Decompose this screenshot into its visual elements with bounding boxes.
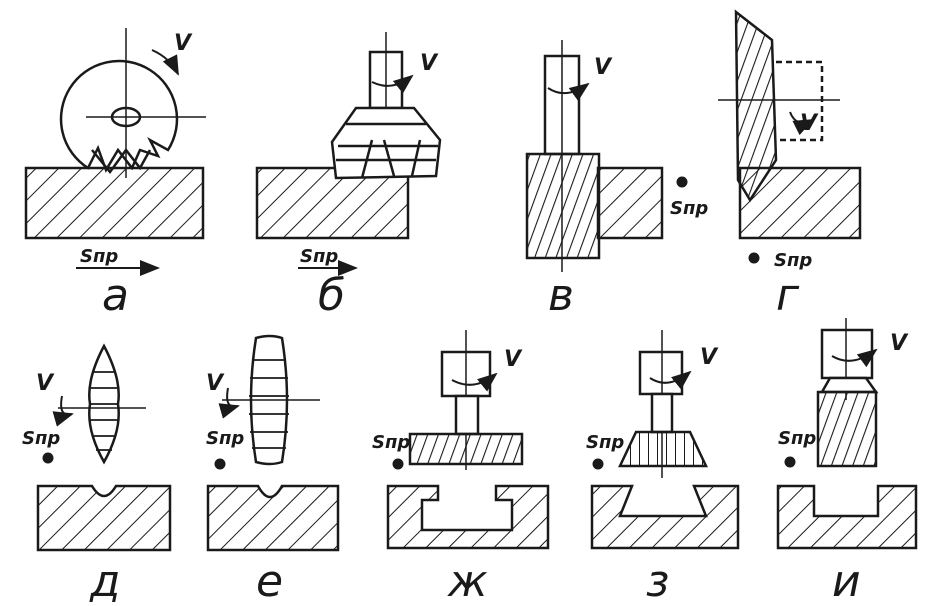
velocity-label-e: V: [206, 371, 225, 396]
feed-label-zh: Sпр: [372, 432, 410, 453]
rotation-arrow-v: [547, 82, 590, 102]
velocity-label-d: V: [36, 371, 55, 396]
collar-i: [819, 376, 879, 394]
feed-dot-i: [784, 456, 796, 468]
caption-zh: ж: [447, 556, 488, 606]
panel-a: [24, 28, 206, 276]
velocity-label-zh: V: [504, 347, 523, 372]
feed-label-g: Sпр: [774, 250, 812, 271]
rotation-arrow-d: [52, 395, 74, 427]
feed-dot-g: [748, 252, 760, 264]
caption-g: г: [776, 270, 800, 321]
cutter-a: [59, 59, 179, 173]
panel-z: [590, 330, 740, 550]
caption-v: в: [548, 270, 574, 321]
neck-z: [650, 392, 674, 434]
feed-label-v: Sпр: [670, 198, 708, 219]
panel-b: [255, 32, 442, 276]
cutter-e-ribs: [249, 359, 289, 449]
panel-g: [718, 9, 862, 264]
spindle-i: [820, 328, 874, 380]
feed-label-b: Sпр: [300, 246, 338, 267]
spindle-z: [638, 350, 684, 396]
workpiece-e: [206, 484, 340, 552]
panel-zh: [386, 330, 550, 550]
caption-e: е: [256, 556, 283, 606]
rotation-arrow-zh: [451, 372, 498, 392]
workpiece-d: [36, 484, 172, 552]
panel-v: [525, 40, 688, 272]
rotation-arrow-g: [789, 111, 814, 136]
caption-b: б: [318, 270, 345, 321]
feed-label-d: Sпр: [22, 428, 60, 449]
workpiece-v: [596, 166, 664, 240]
cutter-body-v: [525, 152, 601, 260]
cutter-body-i: [816, 390, 878, 468]
cutter-g: [734, 9, 778, 203]
cutter-disc-zh: [408, 432, 524, 466]
rotation-arrow-i: [831, 348, 878, 368]
caption-d: д: [89, 556, 120, 606]
feed-dot-v: [676, 176, 688, 188]
rotation-arrow-a: [151, 49, 179, 76]
velocity-label-i: V: [890, 331, 909, 356]
workpiece-zh: [386, 484, 550, 550]
rotation-arrow-z: [649, 370, 692, 390]
arbor-g: [776, 60, 824, 142]
caption-a: а: [102, 270, 129, 321]
feed-label-a: Sпр: [80, 246, 118, 267]
panel-d: [36, 343, 172, 552]
feed-dot-d: [42, 452, 54, 464]
feed-dot-e: [214, 458, 226, 470]
neck-zh: [454, 394, 480, 436]
caption-z: з: [646, 556, 669, 606]
velocity-label-b: V: [420, 51, 439, 76]
workpiece-i: [776, 484, 918, 550]
cutter-dovetail-z: [618, 430, 708, 468]
panel-e: [206, 334, 340, 552]
workpiece-b: [255, 166, 410, 240]
feed-label-e: Sпр: [206, 428, 244, 449]
cutter-teeth-b: [336, 122, 438, 179]
velocity-label-v: V: [594, 55, 613, 80]
feed-label-z: Sпр: [586, 432, 624, 453]
velocity-label-a: V: [174, 31, 193, 56]
feed-label-i: Sпр: [778, 428, 816, 449]
feed-dot-z: [592, 458, 604, 470]
panel-i: [776, 318, 918, 550]
workpiece-a: [24, 166, 205, 240]
rotation-arrow-e: [218, 387, 240, 419]
caption-i: и: [832, 556, 861, 606]
workpiece-z: [590, 484, 740, 550]
labels: V V V V V V V V V Sпр Sпр Sпр Sпр Sпр Sп…: [22, 31, 909, 606]
rotation-arrow-b: [371, 74, 414, 94]
cutter-d-ribs: [90, 371, 118, 451]
velocity-label-z: V: [700, 345, 719, 370]
feed-dot-zh: [392, 458, 404, 470]
velocity-label-g: V: [800, 111, 819, 136]
